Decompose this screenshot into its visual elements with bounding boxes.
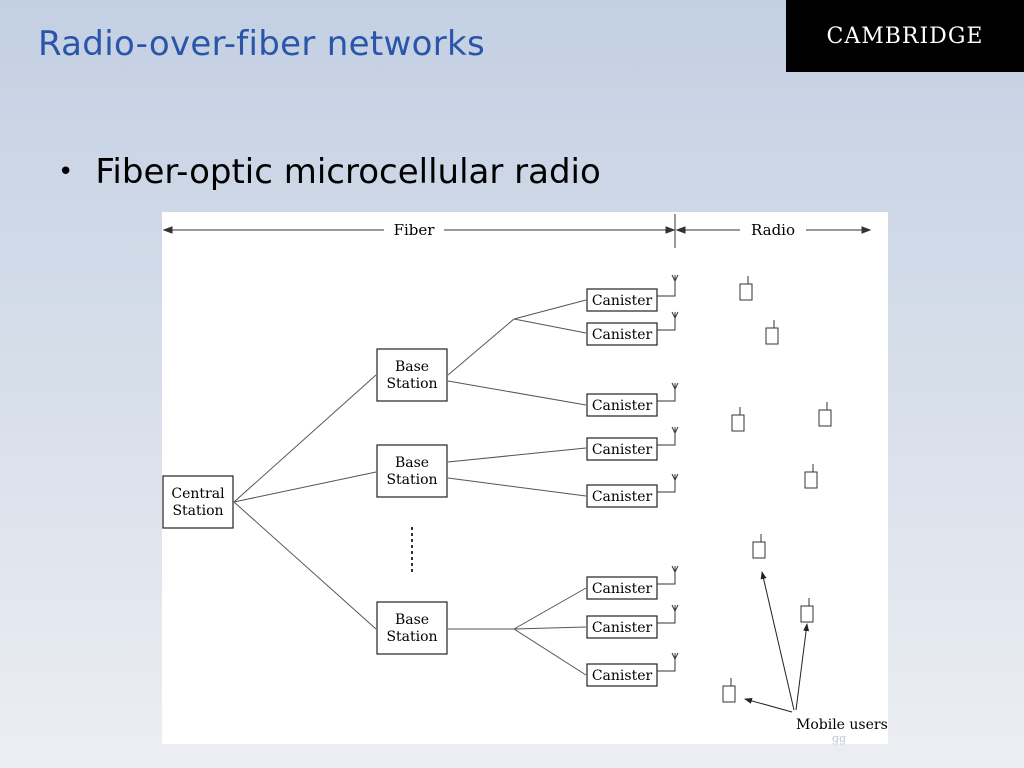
antenna-icon (657, 604, 679, 624)
base-station-line1: Base (395, 612, 429, 628)
central-station-line1: Central (171, 486, 225, 502)
mobile-phone-icon (804, 464, 818, 489)
antenna-icon (657, 652, 679, 672)
mobile-phone-icon (731, 407, 745, 432)
canister-label: Canister (592, 620, 653, 636)
canister-label: Canister (592, 668, 653, 684)
canister-label: Canister (592, 581, 653, 597)
fiber-span-arrow (162, 226, 676, 234)
base-station-line1: Base (395, 359, 429, 375)
central-station-line2: Station (172, 503, 223, 519)
mobile-phone-icon (722, 678, 736, 703)
slide-footer: gg (832, 732, 847, 745)
network-diagram: Fiber Radio Centr (162, 212, 888, 744)
bullet-item: • Fiber-optic microcellular radio (58, 152, 601, 192)
base-station-box: Base Station (376, 348, 448, 402)
canister-box: Canister (586, 288, 658, 312)
mobile-phone-icon (739, 276, 753, 301)
base-station-line2: Station (386, 472, 437, 488)
canister-box: Canister (586, 484, 658, 508)
mobile-phone-icon (752, 534, 766, 559)
diagram-canvas: Fiber Radio Centr (162, 214, 888, 733)
base-station-line1: Base (395, 455, 429, 471)
canister-box: Canister (586, 393, 658, 417)
canister-box: Canister (586, 576, 658, 600)
canister-label: Canister (592, 489, 653, 505)
antenna-icon (657, 473, 679, 493)
canister-box: Canister (586, 615, 658, 639)
canister-label: Canister (592, 442, 653, 458)
fiber-label: Fiber (394, 221, 436, 239)
base-station-line2: Station (386, 376, 437, 392)
antenna-icon (657, 382, 679, 402)
base-station-box: Base Station (376, 444, 448, 498)
mobile-phone-icon (818, 402, 832, 427)
radio-span-arrow (675, 226, 872, 234)
central-station-box: Central Station (162, 475, 234, 529)
base-station-line2: Station (386, 629, 437, 645)
cambridge-logo: CAMBRIDGE (786, 0, 1024, 72)
antenna-icon (657, 311, 679, 331)
canister-label: Canister (592, 327, 653, 343)
mobile-phone-icon (800, 598, 814, 623)
canister-box: Canister (586, 322, 658, 346)
canister-label: Canister (592, 398, 653, 414)
antenna-icon (657, 565, 679, 585)
fiber-links (233, 299, 587, 676)
canister-box: Canister (586, 663, 658, 687)
slide-title: Radio-over-fiber networks (38, 24, 485, 64)
canister-box: Canister (586, 437, 658, 461)
mobile-users-pointers (744, 571, 810, 713)
antenna-icon (657, 426, 679, 446)
mobile-users-label: Mobile users (796, 717, 888, 733)
canister-label: Canister (592, 293, 653, 309)
bullet-dot-icon: • (58, 157, 74, 187)
base-station-box: Base Station (376, 601, 448, 655)
mobile-phone-icon (765, 320, 779, 345)
antenna-icon (657, 274, 679, 297)
bullet-text: Fiber-optic microcellular radio (95, 152, 601, 192)
radio-label: Radio (751, 221, 795, 239)
